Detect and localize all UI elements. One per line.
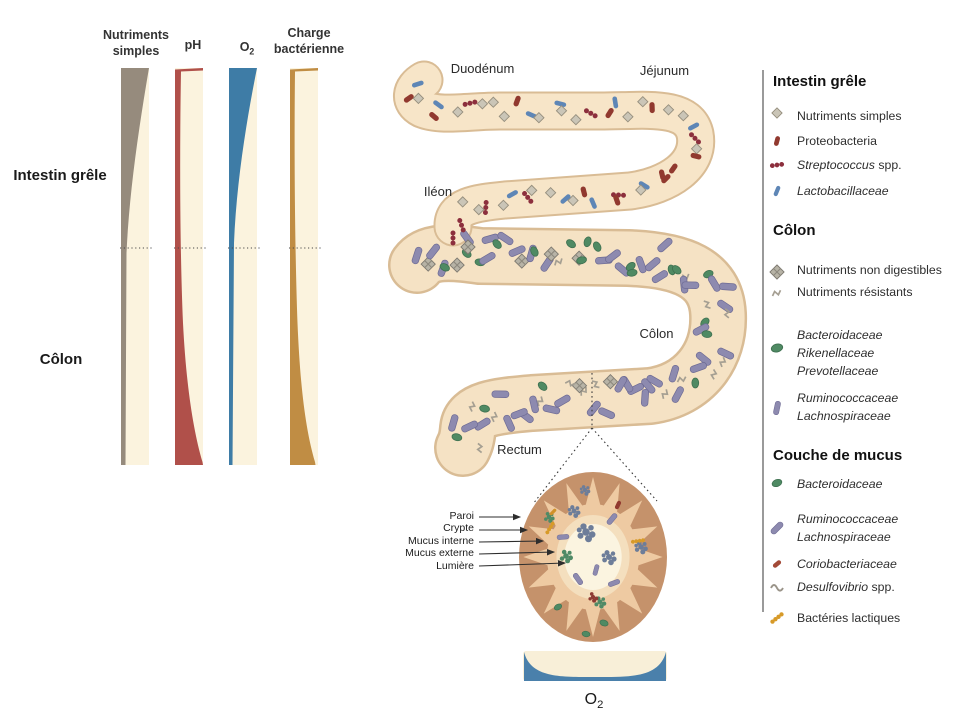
gradient-panel-bars bbox=[120, 68, 323, 465]
label-duodenum: Duodénum bbox=[450, 61, 515, 76]
proteobacteria-icon bbox=[766, 132, 788, 150]
column-header-o2: O2 bbox=[239, 40, 255, 57]
legend-item: Coriobacteriaceae bbox=[797, 557, 897, 571]
label-paroi: Paroi bbox=[449, 510, 474, 522]
cross-section-labels: Paroi Crypte Mucus interne Mucus externe… bbox=[384, 510, 474, 572]
nutrient-resistant-icon bbox=[766, 283, 788, 301]
label-mucus-interne: Mucus interne bbox=[408, 534, 474, 547]
legend-item: Nutriments simples bbox=[797, 109, 902, 123]
desulfovibrio-icon bbox=[766, 578, 788, 596]
legend-item: Lactobacillaceae bbox=[797, 184, 889, 198]
row-label-colon: Côlon bbox=[39, 351, 83, 368]
row-label-small-intestine: Intestin grêle bbox=[13, 167, 107, 184]
o2-gradient-dish bbox=[523, 651, 667, 681]
ruminococcaceae-icon bbox=[766, 397, 788, 416]
legend-item: Bactéries lactiques bbox=[797, 611, 901, 625]
label-lumiere: Lumière bbox=[436, 559, 474, 572]
legend-item: Nutriments résistants bbox=[797, 285, 913, 299]
gradient-bar-charge bbox=[289, 68, 323, 465]
gradient-bar-nutrients bbox=[120, 68, 154, 465]
legend-item: Desulfovibrio spp. bbox=[797, 580, 895, 594]
column-header-ph: pH bbox=[184, 38, 202, 52]
label-mucus-externe: Mucus externe bbox=[405, 547, 474, 560]
colon-tube bbox=[388, 224, 748, 477]
legend-item: Ruminococcaceae Lachnospiraceae bbox=[797, 512, 899, 544]
legend-item: Nutriments non digestibles bbox=[797, 263, 942, 277]
legend: Intestin grêle Nutriments simples Proteo… bbox=[760, 0, 960, 720]
legend-item: Proteobacteria bbox=[797, 134, 877, 148]
nutrient-nondigestible-icon bbox=[766, 262, 788, 280]
label-ileum: Iléon bbox=[423, 184, 453, 199]
nutrient-simple-icon bbox=[766, 104, 788, 122]
gradient-bar-o2 bbox=[228, 68, 262, 465]
cross-section-arrows bbox=[478, 513, 567, 567]
streptococcus-icon bbox=[766, 156, 788, 174]
lactobacillaceae-icon bbox=[766, 182, 788, 200]
label-jejunum: Jéjunum bbox=[639, 63, 690, 78]
legend-section-colon: Côlon bbox=[773, 222, 816, 239]
legend-item: Ruminococcaceae Lachnospiraceae bbox=[797, 391, 899, 423]
bacteroidaceae-icon bbox=[766, 339, 788, 357]
coriobacteriaceae-icon bbox=[766, 555, 788, 573]
legend-item: Bacteroidaceae Rikenellaceae Prevotellac… bbox=[797, 328, 883, 378]
lumen bbox=[564, 524, 622, 590]
legend-section-couche-de-mucus: Couche de mucus bbox=[773, 447, 903, 464]
legend-item: Bacteroidaceae bbox=[797, 477, 883, 491]
label-crypte: Crypte bbox=[443, 522, 474, 535]
legend-section-intestin-grele: Intestin grêle bbox=[773, 73, 867, 90]
legend-item: Streptococcus spp. bbox=[797, 158, 902, 172]
colon-cross-section bbox=[519, 472, 667, 642]
bacteroidaceae-icon bbox=[766, 474, 788, 492]
label-rectum: Rectum bbox=[497, 442, 542, 457]
lactic-bacteria-icon bbox=[766, 608, 788, 626]
ruminococcaceae-icon bbox=[766, 517, 788, 536]
label-colon: Côlon bbox=[639, 326, 674, 341]
gradient-bar-ph bbox=[174, 68, 208, 465]
small-intestine-tube bbox=[393, 60, 716, 247]
legend-divider bbox=[762, 70, 764, 612]
label-o2-bottom: O2 bbox=[584, 691, 604, 712]
